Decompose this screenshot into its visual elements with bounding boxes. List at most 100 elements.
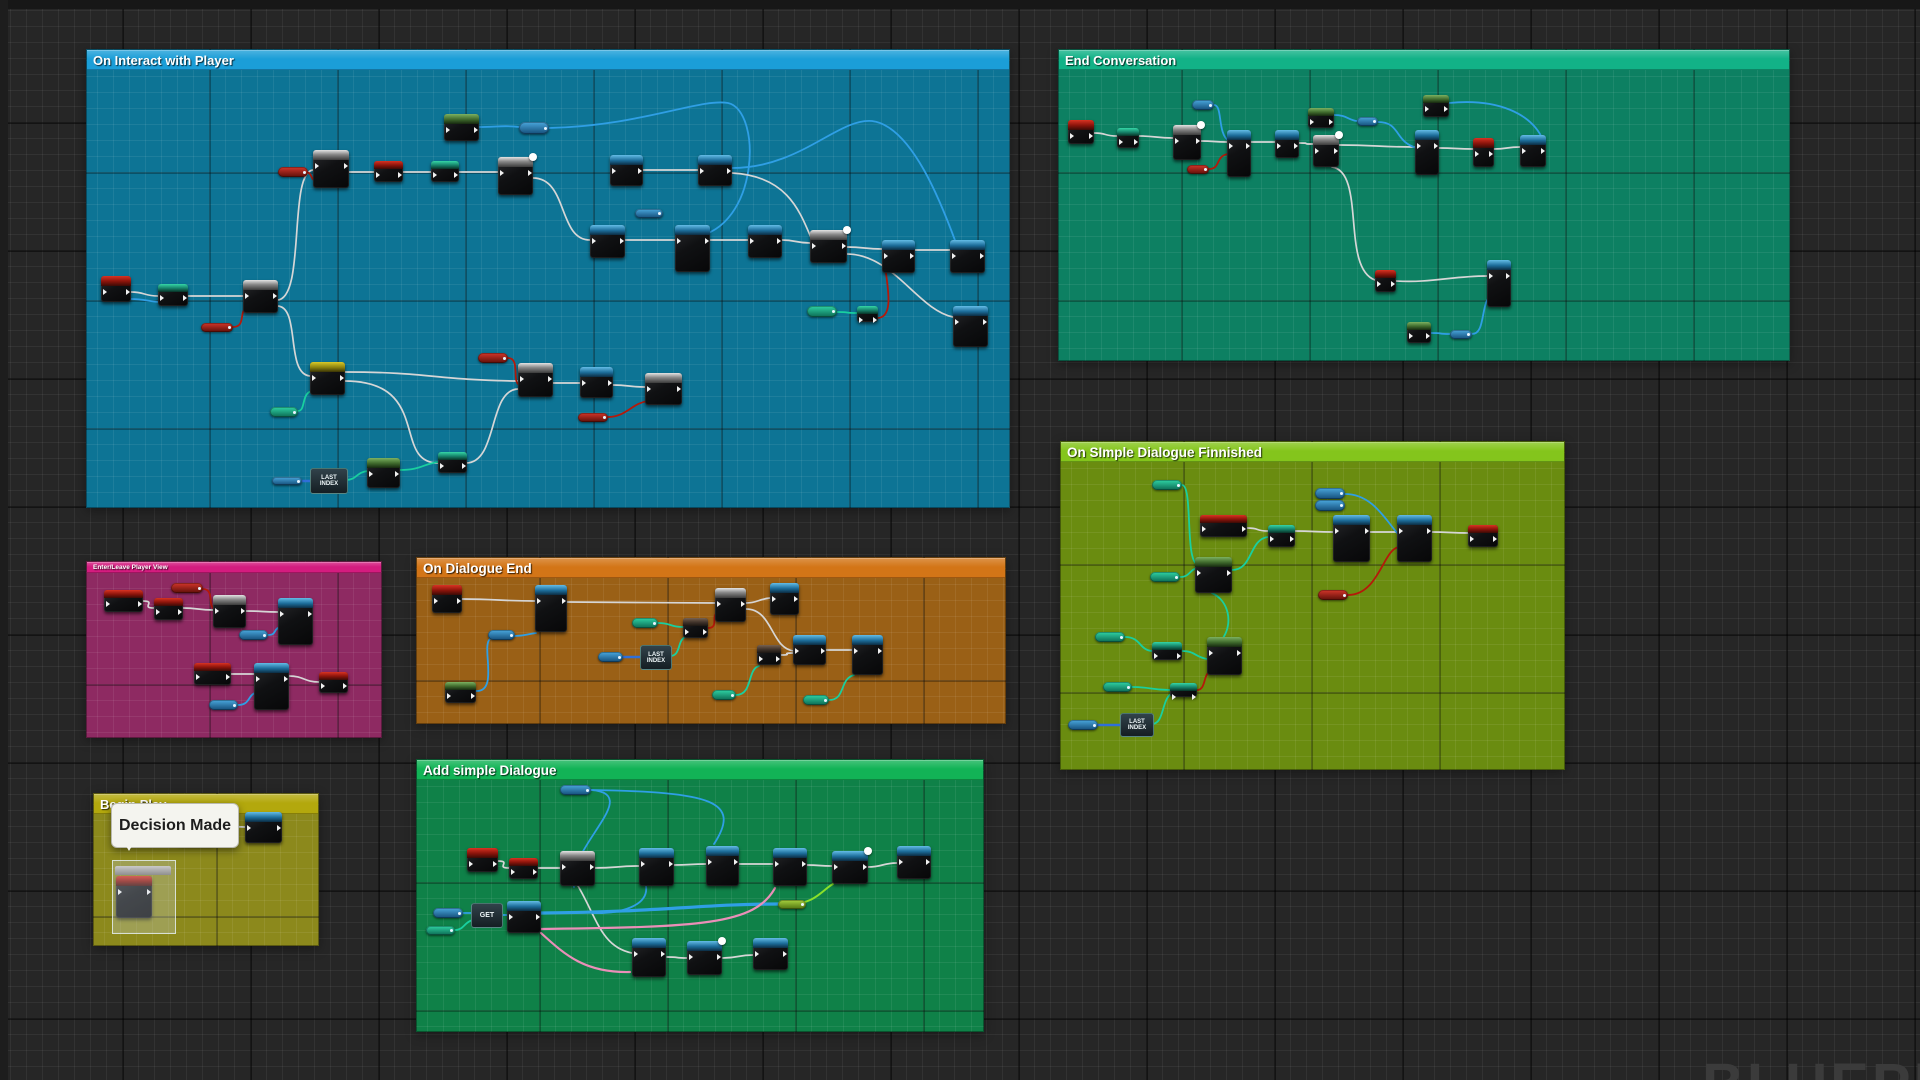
exec-in-pin[interactable] <box>118 889 122 895</box>
variable-out-pin[interactable] <box>510 633 513 637</box>
event-node[interactable] <box>467 848 498 872</box>
variable-pill[interactable] <box>1318 590 1348 600</box>
exec-in-pin[interactable] <box>812 243 816 249</box>
get-node[interactable]: GET <box>471 903 503 928</box>
exec-out-pin[interactable] <box>147 889 151 895</box>
exec-in-pin[interactable] <box>160 295 164 301</box>
exec-out-pin[interactable] <box>1227 570 1231 576</box>
pure-function-node[interactable] <box>1117 128 1139 148</box>
exec-out-pin[interactable] <box>1290 536 1294 542</box>
async-node[interactable] <box>245 812 282 843</box>
exec-out-pin[interactable] <box>1242 526 1246 532</box>
async-node[interactable] <box>687 937 726 975</box>
variable-pill[interactable] <box>278 167 308 177</box>
variable-out-pin[interactable] <box>303 170 306 174</box>
exec-out-pin[interactable] <box>548 376 552 382</box>
exec-out-pin[interactable] <box>842 243 846 249</box>
variable-out-pin[interactable] <box>731 693 734 697</box>
exec-out-pin[interactable] <box>677 386 681 392</box>
pure-function-node[interactable] <box>158 284 188 306</box>
exec-out-pin[interactable] <box>980 253 984 259</box>
variable-pill[interactable] <box>712 690 736 700</box>
exec-out-pin[interactable] <box>1444 106 1448 112</box>
exec-in-pin[interactable] <box>612 168 616 174</box>
exec-out-pin[interactable] <box>821 648 825 654</box>
exec-in-pin[interactable] <box>520 376 524 382</box>
variable-out-pin[interactable] <box>263 633 266 637</box>
exec-out-pin[interactable] <box>183 295 187 301</box>
exec-in-pin[interactable] <box>245 293 249 299</box>
exec-in-pin[interactable] <box>247 825 251 831</box>
function-node[interactable] <box>560 851 595 886</box>
variable-out-pin[interactable] <box>1340 504 1343 507</box>
exec-in-pin[interactable] <box>854 648 858 654</box>
exec-in-pin[interactable] <box>446 127 450 133</box>
variable-pill[interactable] <box>807 306 837 317</box>
exec-in-pin[interactable] <box>537 598 541 604</box>
variable-out-pin[interactable] <box>228 326 231 329</box>
exec-out-pin[interactable] <box>1434 143 1438 149</box>
exec-out-pin[interactable] <box>241 608 245 614</box>
exec-out-pin[interactable] <box>783 951 787 957</box>
exec-in-pin[interactable] <box>1209 650 1213 656</box>
event-node[interactable] <box>104 590 143 612</box>
exec-out-pin[interactable] <box>1493 536 1497 542</box>
async-node[interactable] <box>773 848 807 886</box>
comment-title-bar[interactable]: Add simple Dialogue <box>417 760 983 780</box>
variable-pill[interactable] <box>778 900 806 909</box>
exec-in-pin[interactable] <box>469 861 473 867</box>
exec-out-pin[interactable] <box>1134 139 1138 145</box>
exec-out-pin[interactable] <box>273 293 277 299</box>
variable-pill[interactable] <box>1095 632 1125 642</box>
async-node[interactable] <box>698 155 732 186</box>
function-node[interactable] <box>645 373 682 405</box>
exec-out-pin[interactable] <box>1427 528 1431 534</box>
event-node[interactable] <box>1473 138 1494 167</box>
exec-in-pin[interactable] <box>1070 133 1074 139</box>
exec-out-pin[interactable] <box>493 861 497 867</box>
variable-pill[interactable] <box>803 695 829 705</box>
function-node[interactable] <box>518 363 553 397</box>
exec-in-pin[interactable] <box>511 869 515 875</box>
variable-pill[interactable] <box>635 209 663 218</box>
exec-in-pin[interactable] <box>689 954 693 960</box>
async-node[interactable] <box>1415 130 1439 175</box>
variable-out-pin[interactable] <box>653 621 656 625</box>
exec-out-pin[interactable] <box>457 598 461 604</box>
variable-pill[interactable] <box>433 908 463 918</box>
exec-out-pin[interactable] <box>1196 138 1200 144</box>
exec-in-pin[interactable] <box>156 609 160 615</box>
comment-title-bar[interactable]: On Interact with Player <box>87 50 1009 70</box>
variable-out-pin[interactable] <box>503 356 506 360</box>
exec-out-pin[interactable] <box>471 693 475 699</box>
exec-in-pin[interactable] <box>106 601 110 607</box>
exec-in-pin[interactable] <box>1475 151 1479 157</box>
exec-in-pin[interactable] <box>647 386 651 392</box>
async-node[interactable] <box>639 848 674 886</box>
variable-pill[interactable] <box>488 630 515 640</box>
function-node[interactable] <box>1313 131 1343 167</box>
exec-in-pin[interactable] <box>1377 281 1381 287</box>
variable-out-pin[interactable] <box>1467 333 1470 336</box>
exec-in-pin[interactable] <box>1399 528 1403 534</box>
async-node[interactable] <box>753 938 788 970</box>
exec-in-pin[interactable] <box>1270 536 1274 542</box>
exec-in-pin[interactable] <box>859 317 863 323</box>
exec-out-pin[interactable] <box>533 869 537 875</box>
exec-out-pin[interactable] <box>741 601 745 607</box>
exec-out-pin[interactable] <box>1192 694 1196 700</box>
variable-pill[interactable] <box>171 583 203 593</box>
async-node[interactable] <box>254 663 289 710</box>
exec-out-pin[interactable] <box>343 683 347 689</box>
variable-out-pin[interactable] <box>458 911 461 915</box>
exec-out-pin[interactable] <box>620 238 624 244</box>
exec-in-pin[interactable] <box>592 238 596 244</box>
variable-pill[interactable] <box>1187 165 1209 174</box>
variable-out-pin[interactable] <box>1209 103 1212 107</box>
event-node[interactable] <box>101 276 131 302</box>
variable-pill[interactable] <box>560 785 591 795</box>
variable-pill[interactable] <box>1152 480 1182 490</box>
async-node[interactable] <box>832 847 872 884</box>
exec-in-pin[interactable] <box>759 656 763 662</box>
